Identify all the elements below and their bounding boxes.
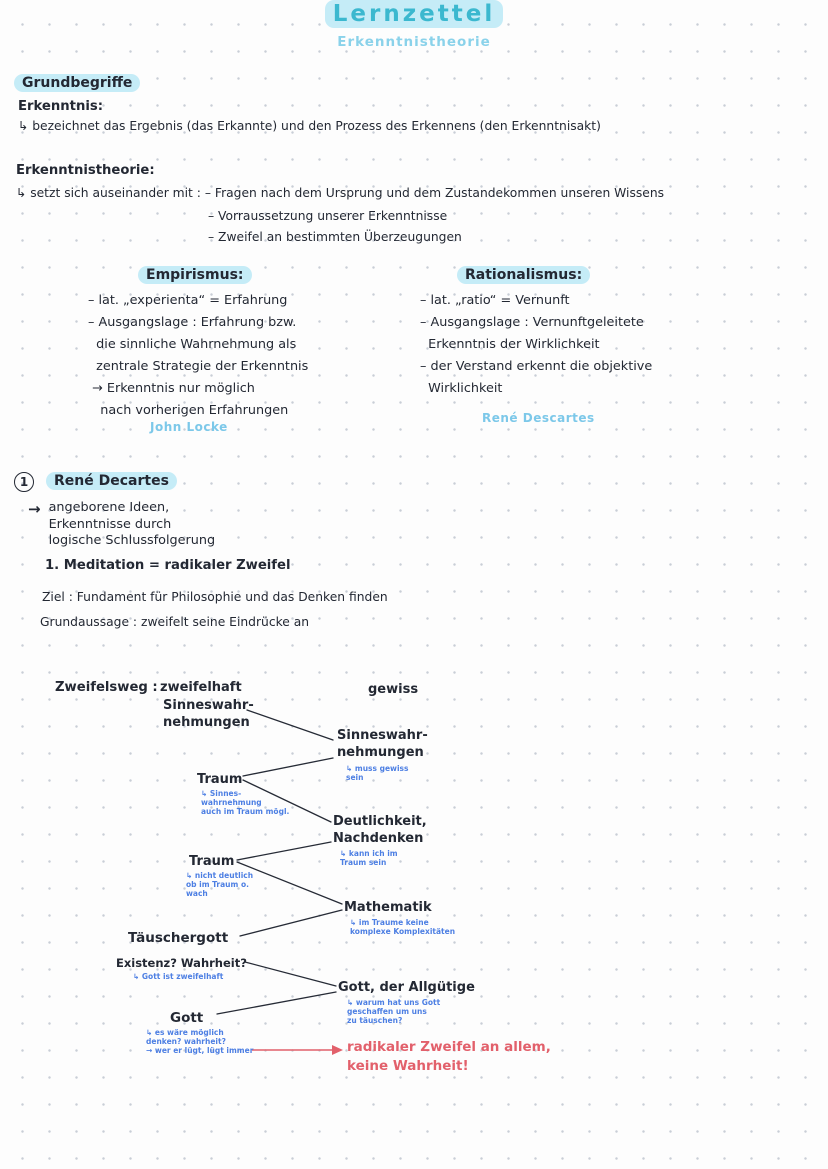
title-block: Lernzettel Erkenntnistheorie	[0, 0, 828, 50]
section-heading-empirismus: Empirismus:	[138, 266, 252, 284]
note-deutlichkeit-nachdenken: ↳ kann ich im Traum sein	[340, 849, 398, 867]
erkenntnistheorie-label: Erkenntnistheorie:	[16, 163, 155, 178]
erkenntnistheorie-line2: – Vorraussetzung unserer Erkenntnisse	[208, 209, 448, 223]
node-existenz-wahrheit: Existenz? Wahrheit?	[116, 956, 247, 970]
note-mathematik: ↳ im Traume keine komplexe Komplexitäten	[350, 918, 456, 936]
note-existenz-wahrheit: ↳ Gott ist zweifelhaft	[133, 972, 224, 981]
note-gott-der-allguetige: ↳ warum hat uns Gott geschaffen um uns z…	[347, 998, 441, 1025]
arrow-icon: →	[28, 500, 41, 518]
conclusion-text: radikaler Zweifel an allem, keine Wahrhe…	[347, 1039, 551, 1074]
section-heading-grundbegriffe: Grundbegriffe	[14, 74, 141, 92]
node-mathematik: Mathematik	[344, 900, 432, 915]
node-gott-left: Gott	[170, 1010, 204, 1026]
node-deutlichkeit-nachdenken: Deutlichkeit, Nachdenken	[333, 814, 427, 846]
page-title: Lernzettel	[324, 0, 504, 28]
column-header-gewiss: gewiss	[368, 682, 419, 697]
note-gott-left: ↳ es wäre möglich denken? wahrheit? → we…	[146, 1028, 254, 1055]
list-number-badge: 1	[14, 472, 34, 492]
erkenntnistheorie-line3: – Zweifel an bestimmten Überzeugungen	[208, 230, 462, 244]
diagram-label: Zweifelsweg :	[55, 680, 158, 695]
erkenntnistheorie-line1: ↳ setzt sich auseinander mit : – Fragen …	[16, 186, 665, 200]
empirismus-author: John Locke	[150, 420, 228, 434]
erkenntnis-label: Erkenntnis:	[18, 99, 103, 114]
empirismus-body: – lat. „experienta“ = Erfahrung – Ausgan…	[88, 293, 309, 418]
node-gott-der-allguetige: Gott, der Allgütige	[338, 980, 475, 995]
rationalismus-body: – lat. „ratio“ = Vernunft – Ausgangslage…	[420, 293, 653, 396]
node-taeuschergott: Täuschergott	[128, 930, 229, 946]
note-sinneswahrnehmungen-right: ↳ muss gewiss sein	[346, 764, 409, 782]
rationalismus-author: René Descartes	[482, 411, 595, 425]
erkenntnis-definition: ↳ bezeichnet das Ergebnis (das Erkannte)…	[18, 119, 601, 133]
node-traum-1: Traum	[197, 772, 243, 787]
red-arrow-icon	[252, 1045, 343, 1055]
zweifelsweg-diagram: Zweifelsweg : zweifelhaft gewiss Sinnesw…	[0, 668, 828, 1108]
node-sinneswahrnehmungen-right: Sinneswahr- nehmungen	[337, 728, 428, 760]
node-sinneswahrnehmungen-left: Sinneswahr- nehmungen	[163, 698, 254, 730]
note-traum-2: ↳ nicht deutlich ob im Traum o. wach	[186, 871, 254, 898]
descartes-ziel: Ziel : Fundament für Philosophie und das…	[42, 590, 388, 604]
descartes-grundaussage: Grundaussage : zweifelt seine Eindrücke …	[40, 615, 310, 629]
page-subtitle: Erkenntnistheorie	[337, 34, 491, 50]
column-header-zweifelhaft: zweifelhaft	[160, 680, 242, 695]
descartes-meditation: 1. Meditation = radikaler Zweifel	[45, 558, 291, 573]
section-heading-descartes: René Decartes	[46, 472, 177, 490]
section-heading-rationalismus: Rationalismus:	[457, 266, 591, 284]
note-traum-1: ↳ Sinnes- wahrnehmung auch im Traum mögl…	[201, 789, 290, 816]
node-traum-2: Traum	[189, 854, 235, 869]
descartes-idea: angeborene Ideen, Erkenntnisse durch log…	[48, 500, 216, 548]
